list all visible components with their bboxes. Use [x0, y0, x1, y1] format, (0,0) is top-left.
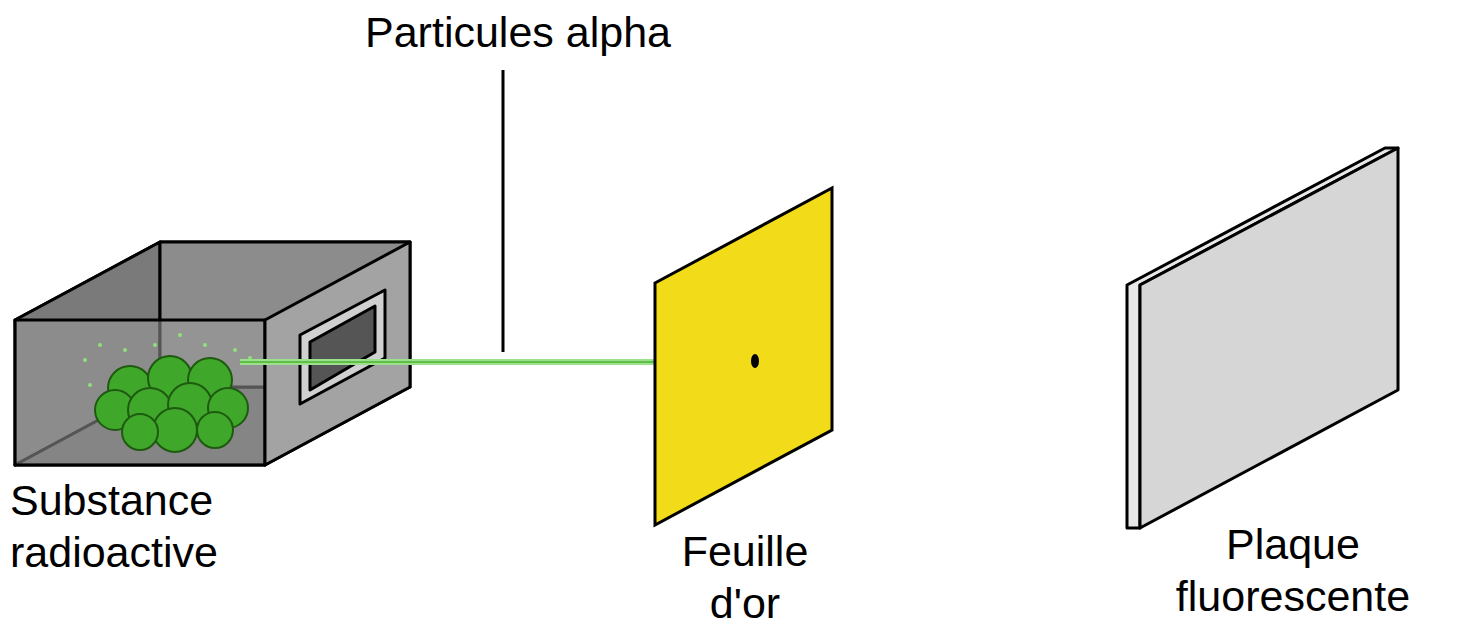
beam-label: Particules alpha: [288, 6, 748, 58]
plate-label: Plaque fluorescente: [1143, 518, 1443, 622]
fluorescent-plate: [1127, 148, 1398, 528]
alpha-beam: [240, 359, 655, 365]
leader-line: [502, 70, 505, 352]
radioactive-pellets: [95, 356, 248, 452]
gold-foil: [655, 188, 832, 525]
emission-dots: [83, 333, 252, 387]
foil-label: Feuille d'or: [645, 525, 845, 629]
lead-box: [15, 242, 410, 465]
impact-point: [751, 354, 759, 368]
alpha-beam-core: [240, 361, 655, 363]
source-label: Substance radioactive: [10, 474, 300, 578]
